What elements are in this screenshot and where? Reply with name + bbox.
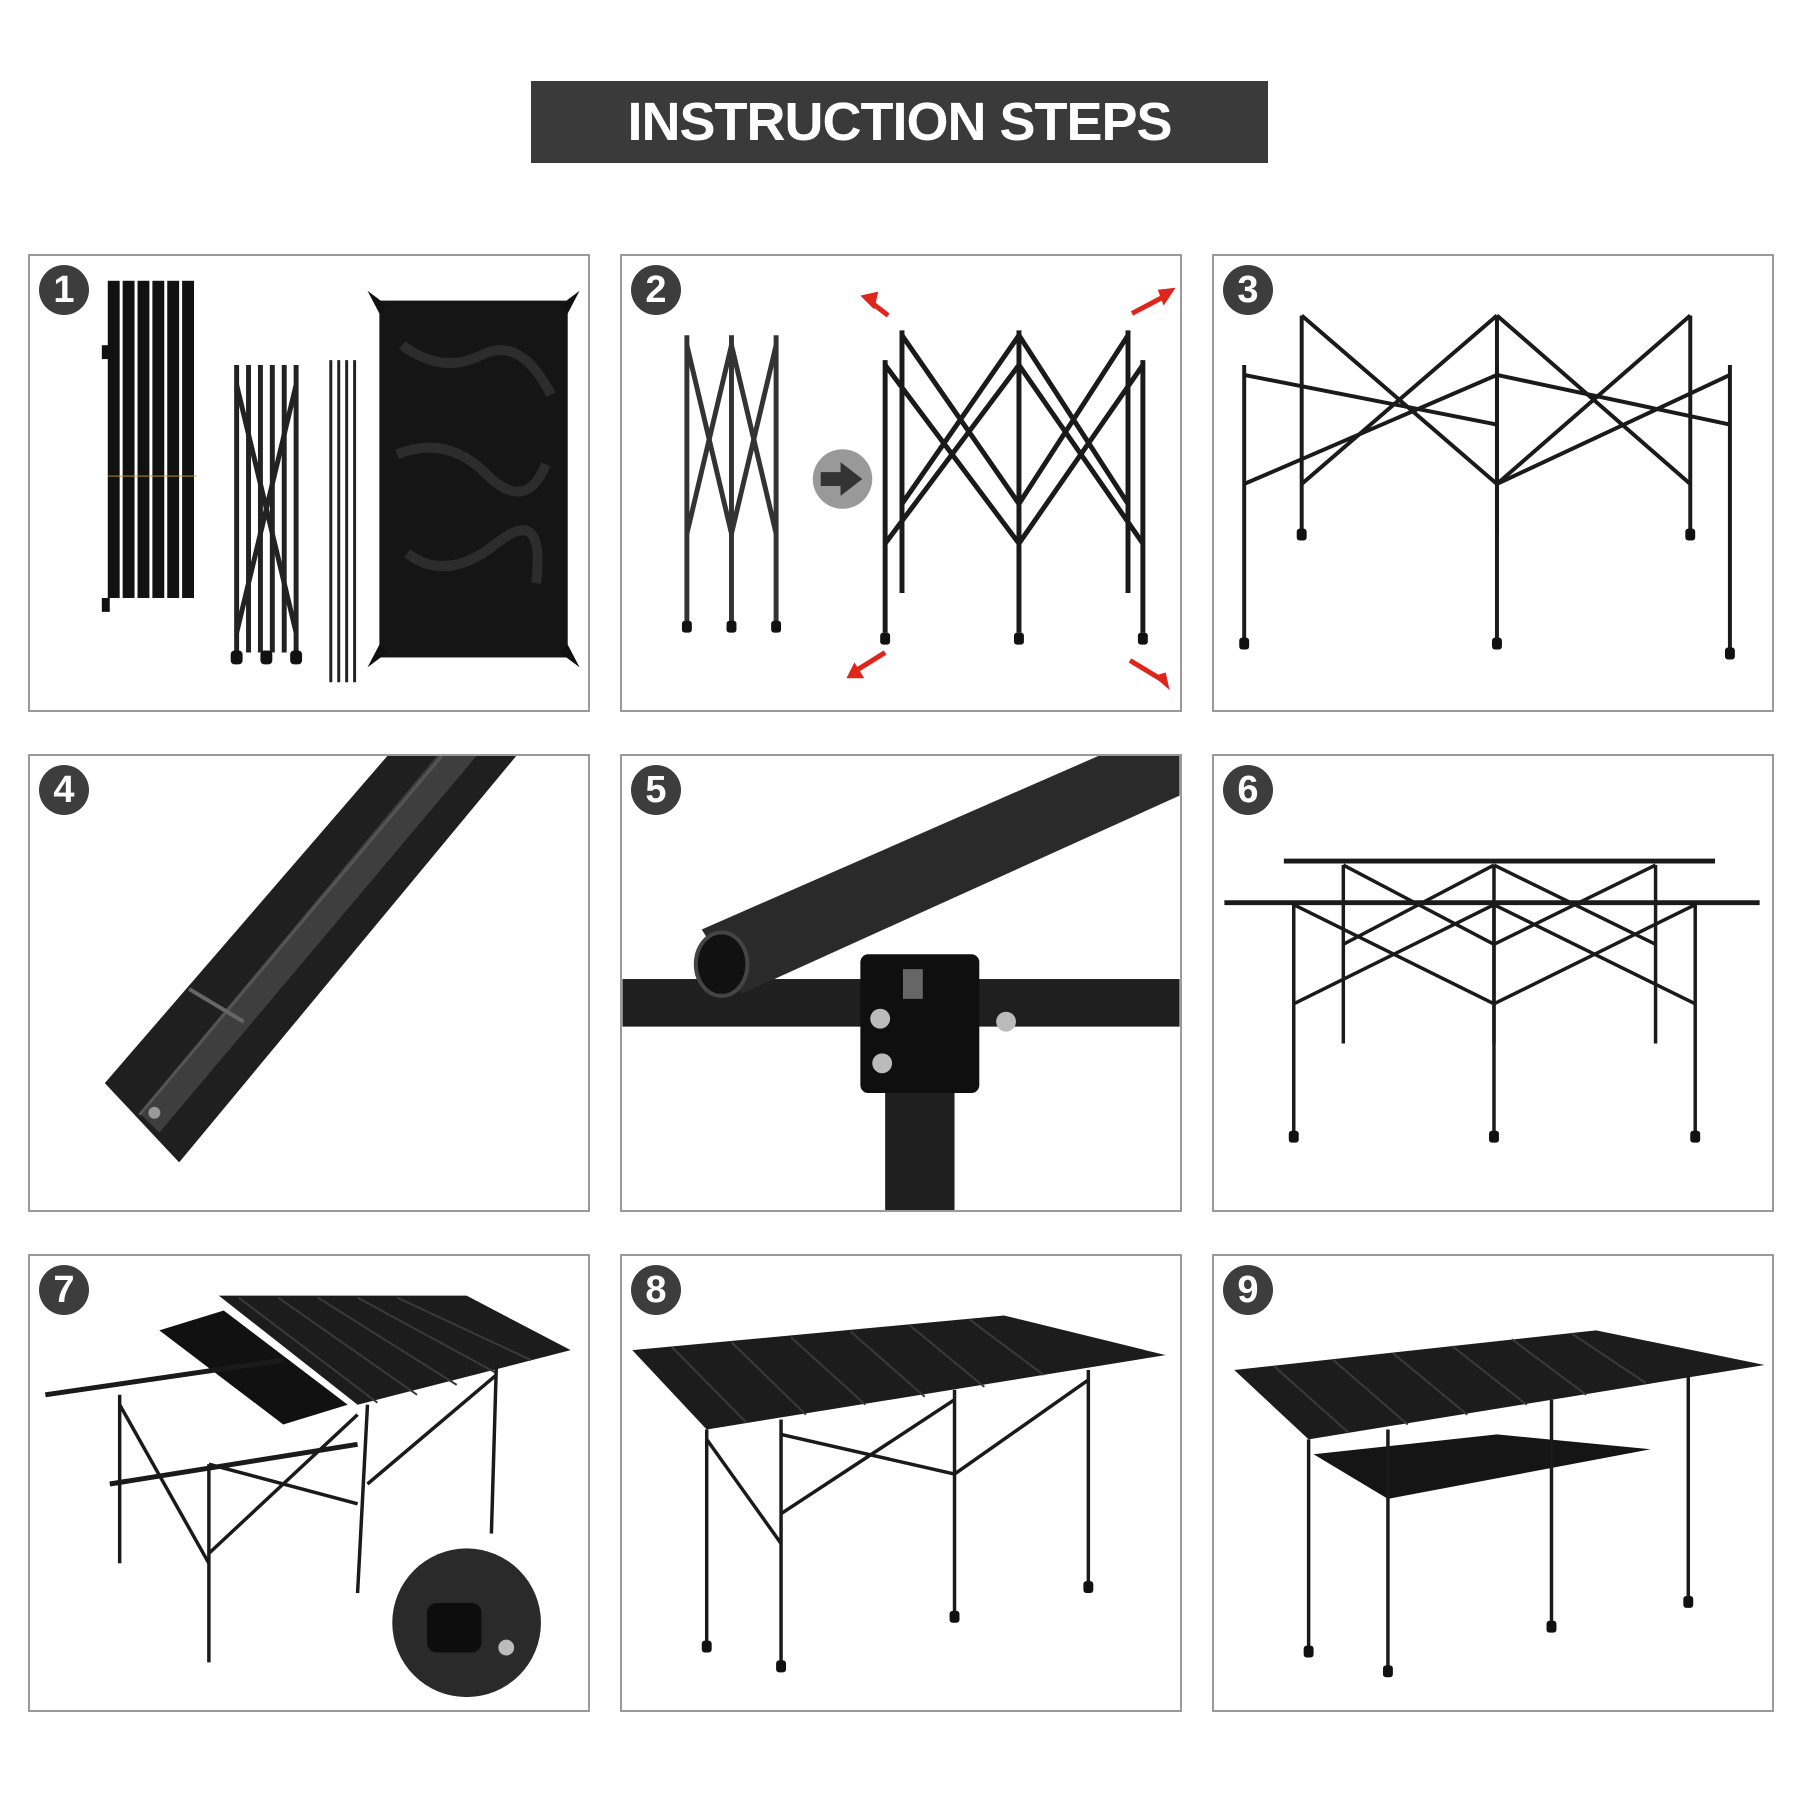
step-9-number-badge: 9: [1223, 1265, 1273, 1315]
step-2-number-badge: 2: [631, 265, 681, 315]
joint-closeup-illustration: [622, 756, 1180, 1210]
direction-arrows: [846, 287, 1176, 691]
step-1-number-badge: 1: [39, 265, 89, 315]
step-5-number-badge: 5: [631, 765, 681, 815]
title-banner: INSTRUCTION STEPS: [531, 81, 1268, 163]
step-2-panel: 2: [620, 254, 1182, 712]
step-3-panel: 3: [1212, 254, 1774, 712]
step-6-number-badge: 6: [1223, 765, 1273, 815]
step-3-number-badge: 3: [1223, 265, 1273, 315]
table-assembled-illustration: [632, 1315, 1166, 1673]
step-8-panel: 8: [620, 1254, 1182, 1712]
frame-with-rails-illustration: [1224, 858, 1760, 1143]
step-6-panel: 6: [1212, 754, 1774, 1212]
step-8-number-badge: 8: [631, 1265, 681, 1315]
step-7-number-badge: 7: [39, 1265, 89, 1315]
frame-expanding-illustration: [681, 287, 1176, 691]
page-title: INSTRUCTION STEPS: [627, 92, 1172, 152]
frame-standing-illustration: [1239, 313, 1735, 660]
step-1-panel: 1: [28, 254, 590, 712]
step-7-panel: 7: [28, 1254, 590, 1712]
folded-parts-illustration: [101, 280, 580, 683]
tabletop-rolling-illustration: [44, 1295, 571, 1698]
tube-closeup-illustration: [104, 756, 517, 1163]
step-4-number-badge: 4: [39, 765, 89, 815]
table-with-shelf-illustration: [1234, 1330, 1765, 1678]
step-5-panel: 5: [620, 754, 1182, 1212]
step-4-panel: 4: [28, 754, 590, 1212]
step-9-panel: 9: [1212, 1254, 1774, 1712]
